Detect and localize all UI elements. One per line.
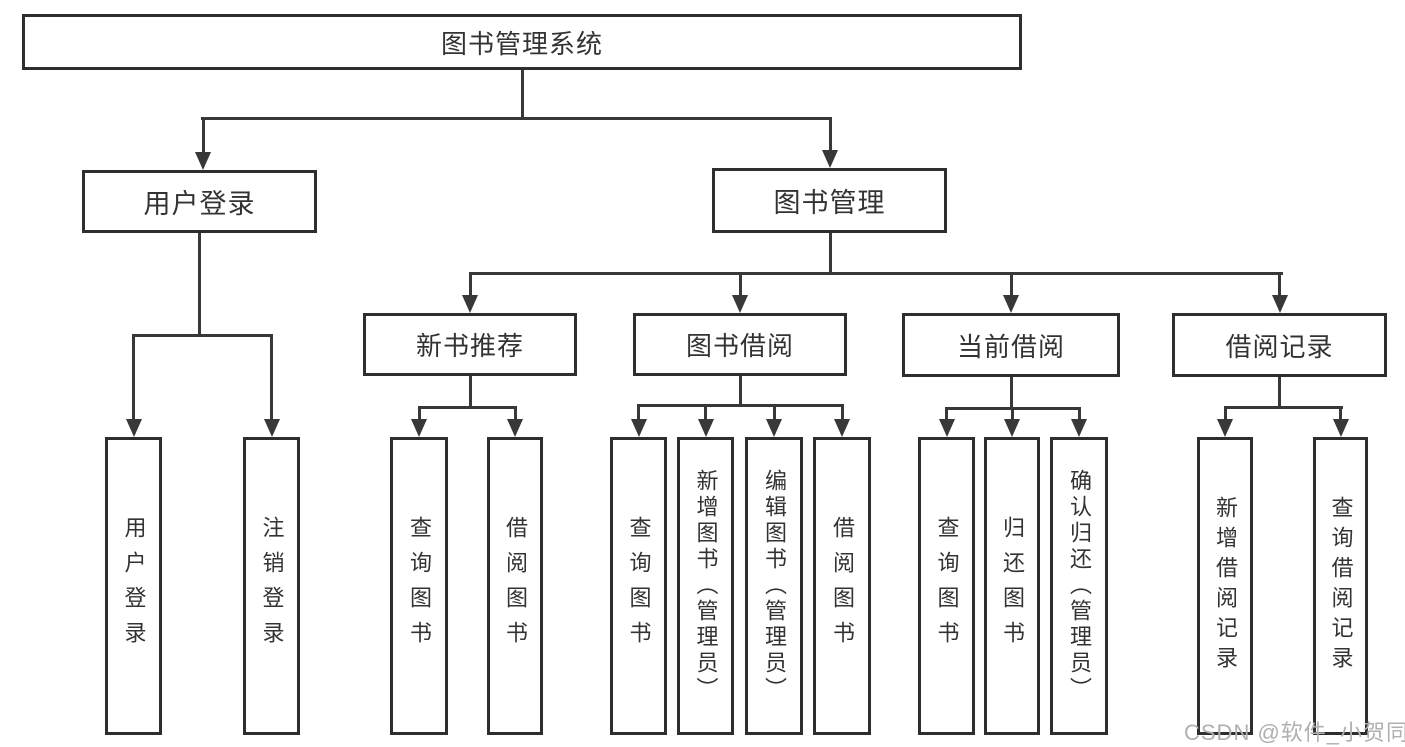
leaf-return-books: 归还图书 xyxy=(984,437,1040,735)
leaf-query-books-3: 查询图书 xyxy=(918,437,975,735)
leaf-borrow-books-1: 借阅图书 xyxy=(487,437,543,735)
arrowhead-down-icon xyxy=(697,419,714,437)
connector-line xyxy=(132,334,273,337)
arrowhead-down-icon xyxy=(411,419,427,437)
node-label: 确认归还（管理员） xyxy=(1067,469,1092,703)
node-current-borrowing: 当前借阅 xyxy=(902,313,1120,377)
arrowhead-down-icon xyxy=(1271,295,1288,313)
connector-line xyxy=(637,404,640,422)
connector-line xyxy=(1077,407,1081,422)
arrowhead-down-icon xyxy=(630,419,647,437)
node-label: 当前借阅 xyxy=(956,331,1065,362)
arrowhead-down-icon xyxy=(125,419,142,437)
arrowhead-down-icon xyxy=(263,419,280,437)
connector-line xyxy=(132,334,135,422)
connector-line xyxy=(520,70,524,118)
connector-line xyxy=(1223,406,1343,409)
arrowhead-down-icon xyxy=(1071,419,1087,437)
arrowhead-down-icon xyxy=(195,152,211,170)
leaf-add-borrow-record: 新增借阅记录 xyxy=(1197,437,1253,735)
connector-line xyxy=(828,233,832,275)
node-label: 图书管理系统 xyxy=(440,28,603,59)
connector-line xyxy=(1009,272,1013,298)
node-label: 查询图书 xyxy=(626,516,652,656)
node-label: 编辑图书（管理员） xyxy=(762,469,787,703)
connector-line xyxy=(513,406,517,422)
arrowhead-down-icon xyxy=(834,419,850,437)
node-label: 注销登录 xyxy=(259,516,285,656)
leaf-edit-books-admin: 编辑图书（管理员） xyxy=(745,437,803,735)
connector-line xyxy=(1009,377,1013,410)
connector-line xyxy=(1223,406,1227,422)
connector-line xyxy=(1278,377,1281,409)
connector-line xyxy=(738,272,742,298)
connector-line xyxy=(637,404,843,407)
connector-line xyxy=(468,272,472,298)
connector-line xyxy=(417,406,517,409)
connector-line xyxy=(704,404,707,422)
node-label: 归还图书 xyxy=(1000,516,1025,656)
connector-line xyxy=(945,407,948,422)
watermark: CSDN @软件_小贺同学 xyxy=(1184,720,1405,745)
node-root-system: 图书管理系统 xyxy=(22,14,1022,70)
connector-line xyxy=(468,272,1283,275)
node-user-login-branch: 用户登录 xyxy=(82,170,317,233)
arrowhead-down-icon xyxy=(507,419,523,437)
arrowhead-down-icon xyxy=(766,419,782,437)
connector-line xyxy=(417,406,421,422)
arrowhead-down-icon xyxy=(1217,419,1233,437)
node-label: 图书管理 xyxy=(773,188,886,218)
leaf-query-books-1: 查询图书 xyxy=(390,437,448,735)
node-label: 查询图书 xyxy=(934,516,960,656)
connector-line xyxy=(840,404,844,422)
connector-line xyxy=(828,117,832,153)
connector-line xyxy=(468,376,472,409)
node-label: 新增借阅记录 xyxy=(1213,496,1238,676)
arrowhead-down-icon xyxy=(1004,419,1020,437)
arrowhead-down-icon xyxy=(1003,295,1019,313)
arrowhead-down-icon xyxy=(938,419,955,437)
leaf-query-books-2: 查询图书 xyxy=(610,437,667,735)
leaf-borrow-books-2: 借阅图书 xyxy=(813,437,871,735)
arrowhead-down-icon xyxy=(732,295,748,313)
connector-line xyxy=(1278,272,1281,298)
node-label: 用户登录 xyxy=(121,516,147,656)
leaf-user-login: 用户登录 xyxy=(105,437,162,735)
node-label: 新增图书（管理员） xyxy=(693,469,719,703)
arrowhead-down-icon xyxy=(1332,419,1349,437)
node-label: 查询借阅记录 xyxy=(1328,496,1354,676)
node-label: 新书推荐 xyxy=(415,331,524,361)
node-borrowing-records: 借阅记录 xyxy=(1172,313,1387,377)
leaf-logout: 注销登录 xyxy=(243,437,300,735)
node-book-management-branch: 图书管理 xyxy=(712,168,947,233)
node-label: 借阅图书 xyxy=(830,516,855,656)
connector-line xyxy=(198,233,201,337)
node-label: 用户登录 xyxy=(143,189,256,219)
connector-line xyxy=(201,117,831,120)
node-label: 借阅图书 xyxy=(503,516,528,656)
node-label: 借阅记录 xyxy=(1225,331,1334,362)
node-book-borrowing: 图书借阅 xyxy=(633,313,847,376)
connector-line xyxy=(270,334,273,422)
connector-line xyxy=(1010,407,1014,422)
connector-line xyxy=(201,117,205,155)
connector-line xyxy=(772,404,776,422)
node-label: 查询图书 xyxy=(407,516,432,656)
node-new-book-recommend: 新书推荐 xyxy=(363,313,577,376)
leaf-query-borrow-record: 查询借阅记录 xyxy=(1313,437,1368,735)
node-label: 图书借阅 xyxy=(685,331,794,361)
leaf-confirm-return-admin: 确认归还（管理员） xyxy=(1050,437,1108,735)
connector-line xyxy=(1339,406,1342,422)
arrowhead-down-icon xyxy=(822,150,838,168)
arrowhead-down-icon xyxy=(462,295,478,313)
connector-line xyxy=(738,376,742,407)
leaf-add-books-admin: 新增图书（管理员） xyxy=(677,437,734,735)
